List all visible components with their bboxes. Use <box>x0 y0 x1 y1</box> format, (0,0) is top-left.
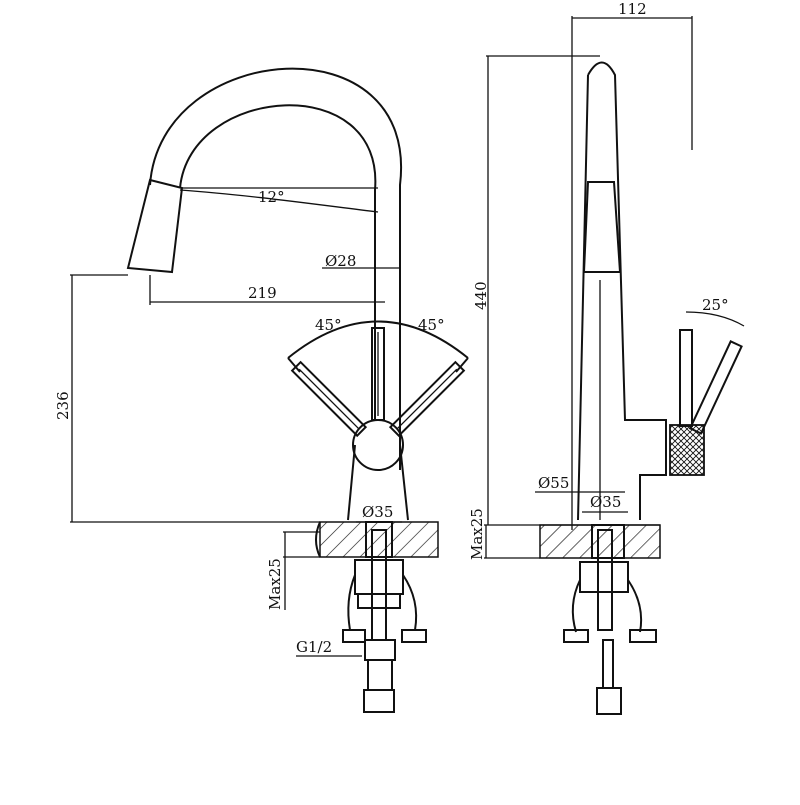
label-angle-left: 45° <box>315 316 342 334</box>
side-deck-hole <box>591 524 625 559</box>
label-dia-base: Ø35 <box>362 503 393 521</box>
label-side-dia-base: Ø35 <box>590 493 621 511</box>
front-mounting-hardware <box>342 529 427 713</box>
angle-12-dim <box>179 189 379 213</box>
label-width: 112 <box>618 0 647 18</box>
side-lever-tilted <box>688 340 743 435</box>
label-side-height: 440 <box>472 281 490 310</box>
spout-outer <box>149 67 403 470</box>
front-view: 12° Ø28 219 45° 45° <box>54 67 469 713</box>
label-dia-body: Ø55 <box>538 474 569 492</box>
spout-inner <box>179 104 377 420</box>
side-lever-vertical <box>679 329 693 427</box>
label-max-deck-front: Max25 <box>266 558 284 610</box>
label-max-deck-side: Max25 <box>468 508 486 560</box>
label-reach: 219 <box>248 284 277 302</box>
lever-hub <box>352 419 404 471</box>
lever-left <box>290 360 368 438</box>
lever-arc-side <box>685 311 745 327</box>
side-view: 112 440 25° Ø55 Ø35 Max25 <box>468 0 745 715</box>
side-body <box>577 61 667 521</box>
label-dia-spout: Ø28 <box>325 252 356 270</box>
front-deck-hole <box>365 521 393 558</box>
label-angle-right: 45° <box>418 316 445 334</box>
label-thread: G1/2 <box>296 638 332 656</box>
front-body <box>347 444 409 521</box>
spray-head <box>126 178 184 274</box>
label-side-lever-angle: 25° <box>702 296 729 314</box>
side-cartridge <box>669 424 705 476</box>
lever-right <box>388 360 466 438</box>
side-spray-head <box>582 181 622 273</box>
lever-center <box>371 327 385 421</box>
side-mounting-hardware <box>563 529 657 715</box>
lever-arc <box>287 320 469 359</box>
front-deck <box>319 521 439 558</box>
label-height: 236 <box>54 391 72 420</box>
label-angle-spout: 12° <box>258 188 285 206</box>
